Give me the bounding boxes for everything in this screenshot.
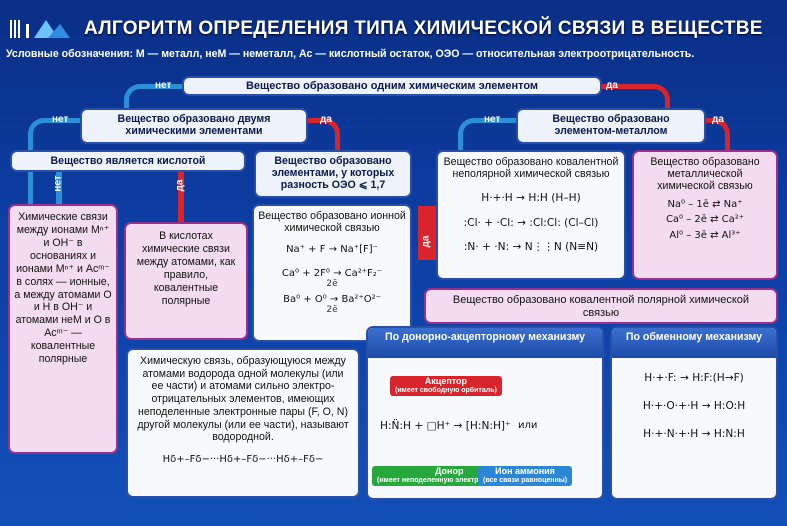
ammonium-tag: Ион аммония (все связи равноценны): [478, 466, 573, 486]
hydrogen-bond-box: Химическую связь, образующуюся между ато…: [126, 348, 360, 498]
label-no: нет: [155, 80, 172, 91]
path-no-4: [56, 170, 62, 206]
exchange-box: По обменному механизму H·+·F: → H:F:(H→F…: [610, 326, 778, 500]
question-two-elements: Вещество образовано двумя химическими эл…: [80, 108, 308, 144]
path-yes-4: [178, 170, 184, 224]
exchange-formula-2: H·+·O·+·H → H:O:H: [642, 400, 746, 413]
metallic-formula-3: Al⁰ – 3ē ⇄ Al³⁺: [669, 229, 741, 241]
metallic-formula-2: Ca⁰ – 2ē ⇄ Ca²⁺: [665, 214, 745, 226]
ionic-formula-3: Ba⁰ + O⁰ → Ba²⁺O²⁻: [283, 293, 381, 305]
acids-box: В кислотах химические связи между атомам…: [124, 222, 248, 340]
donor-acceptor-box: По донорно-акцепторному механизму Акцепт…: [366, 326, 604, 500]
ionic-electrons-3: 2ē: [326, 305, 338, 316]
acceptor-tag: Акцептор (имеет свободную орбиталь): [390, 376, 502, 396]
question-metal-element: Вещество образовано элементом-металлом: [516, 108, 706, 144]
hydrogen-text: Химическую связь, образующуюся между ато…: [137, 355, 349, 444]
nonpolar-formula-2: :Cl· + ·Cl: → :Cl:Cl: (Cl–Cl): [463, 216, 599, 229]
label-yes: да: [420, 235, 432, 248]
metallic-bond-box: Вещество образовано металлической химиче…: [632, 150, 778, 280]
question-one-element: Вещество образовано одним химическим эле…: [182, 76, 602, 96]
label-yes: да: [712, 114, 724, 125]
donor-acceptor-heading: По донорно-акцепторному механизму: [368, 328, 602, 358]
ammonium-formula: H:N̈:H + □H⁺ → [H:N:H]⁺: [380, 420, 511, 432]
ammonium-label: Ион аммония: [495, 466, 555, 476]
metallic-heading: Вещество образовано металлической химиче…: [650, 156, 760, 193]
label-yes: да: [320, 114, 332, 125]
ionic-electrons-2: 2ē: [326, 279, 338, 290]
nonpolar-formula-1: H·+·H → H:H (H–H): [481, 192, 581, 205]
page-title: АЛГОРИТМ ОПРЕДЕЛЕНИЯ ТИПА ХИМИЧЕСКОЙ СВЯ…: [84, 18, 763, 39]
ionic-bond-box: Вещество образовано ионной химической св…: [252, 204, 412, 342]
label-no: нет: [52, 175, 64, 192]
legend-text: Условные обозначения: М — металл, неМ — …: [6, 48, 695, 60]
path-yes-2: [300, 118, 340, 152]
acceptor-note: (имеет свободную орбиталь): [395, 386, 497, 394]
path-no-3: [458, 118, 524, 152]
path-yes-1: [560, 84, 670, 124]
question-acid: Вещество является кислотой: [10, 150, 246, 172]
ionic-formula-1: Na⁺ + F → Na⁺[F]⁻: [286, 244, 378, 256]
or-label: или: [518, 420, 538, 431]
donor-label: Донор: [435, 466, 464, 476]
label-yes: да: [174, 179, 186, 192]
polar-bond-heading: Вещество образовано ковалентной полярной…: [424, 288, 778, 324]
bases-salts-box: Химические связи между ионами Mⁿ⁺ и OH⁻ …: [8, 204, 118, 454]
path-yes-3: [700, 118, 730, 152]
nonpolar-heading: Вещество образовано ковалентной неполярн…: [443, 156, 619, 181]
logo-icon: [10, 20, 70, 38]
nonpolar-bond-box: Вещество образовано ковалентной неполярн…: [436, 150, 626, 280]
ammonium-note: (все связи равноценны): [483, 476, 568, 484]
ionic-formula-2: Ca⁰ + 2F⁰ → Ca²⁺F₂⁻: [281, 267, 383, 279]
question-eo-difference: Вещество образовано элементами, у которы…: [254, 150, 412, 198]
path-yes-5: [418, 206, 436, 260]
label-no: нет: [52, 114, 69, 125]
exchange-formula-3: H·+·N·+·H → H:N:H: [643, 428, 745, 441]
label-yes: да: [606, 80, 618, 91]
exchange-heading: По обменному механизму: [612, 328, 776, 358]
hydrogen-formula: Hδ+–Fδ−···Hδ+–Fδ−···Hδ+–Fδ−: [162, 453, 324, 465]
acceptor-label: Акцептор: [424, 376, 468, 386]
metallic-formula-1: Na⁰ – 1ē ⇄ Na⁺: [667, 198, 743, 210]
ionic-heading: Вещество образовано ионной химической св…: [258, 210, 406, 235]
label-no: нет: [484, 114, 501, 125]
nonpolar-formula-3: :N· + ·N: → N⋮⋮N (N≡N): [463, 240, 599, 253]
donor-note: (имеет неподеленную электронную пару): [377, 476, 522, 484]
exchange-formula-1: H·+·F: → H:F:(H→F): [644, 372, 744, 384]
